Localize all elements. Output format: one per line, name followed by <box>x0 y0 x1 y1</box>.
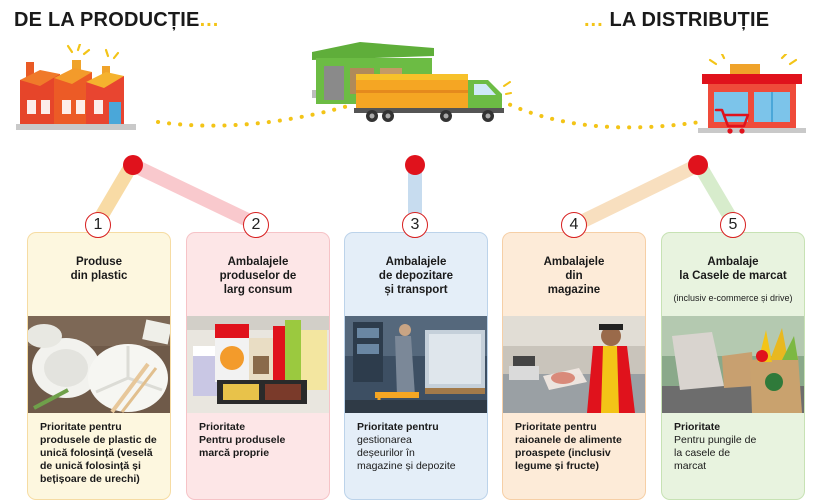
step-number-4: 4 <box>561 212 587 238</box>
heading-right-dots: ... <box>584 9 604 31</box>
step-number-5: 5 <box>720 212 746 238</box>
heading-left-dots: ... <box>199 9 220 31</box>
step-number-3: 3 <box>402 212 428 238</box>
card-description: Prioritate pentru gestionarea deșeurilor… <box>357 421 456 472</box>
card-title: Ambalajele din magazine <box>543 256 605 296</box>
factory-icon <box>16 44 136 130</box>
card-plastic-products: Produse din plastic Prioritate pentru pr… <box>27 232 171 500</box>
card-title: Produse din plastic <box>70 256 128 282</box>
card-description: Prioritate pentru raioanele de alimente … <box>515 421 622 472</box>
heading-from-production: DE LA PRODUCȚIE... <box>14 9 219 32</box>
card-note: (inclusiv e-commerce și drive) <box>673 293 793 303</box>
connector-2 <box>128 159 263 231</box>
red-dot-1 <box>123 155 143 175</box>
photo-fresh-food-counter <box>503 316 645 413</box>
step-number-2: 2 <box>243 212 269 238</box>
card-title: Ambalajele produselor de larg consum <box>219 256 297 296</box>
card-checkout-packaging: Ambalaje la Casele de marcat (inclusiv e… <box>661 232 805 500</box>
store-icon <box>698 54 806 134</box>
red-dot-2 <box>405 155 425 175</box>
heading-left-text: DE LA PRODUCȚIE <box>14 9 200 31</box>
photo-warehouse-pallets <box>345 316 487 413</box>
photo-plastic-plates <box>28 316 170 413</box>
warehouse-truck-icon <box>312 42 512 122</box>
photo-checkout-bag <box>662 316 804 413</box>
card-title: Ambalajele de depozitare și transport <box>378 256 454 296</box>
card-storage-transport: Ambalajele de depozitare și transport Pr… <box>344 232 488 500</box>
photo-private-label-products <box>187 316 329 413</box>
card-title: Ambalaje la Casele de marcat (inclusiv e… <box>662 255 804 305</box>
heading-to-distribution: ... LA DISTRIBUȚIE <box>584 9 769 32</box>
dotted-route-right <box>498 98 702 130</box>
connector-4 <box>570 159 703 231</box>
card-store-packaging: Ambalajele din magazine Prioritate pentr… <box>502 232 646 500</box>
card-description: Prioritate Pentru produsele marcă propri… <box>199 421 286 459</box>
heading-right-text: LA DISTRIBUȚIE <box>609 9 770 31</box>
card-description: Prioritate pentru produsele de plastic d… <box>40 421 157 485</box>
step-number-1: 1 <box>85 212 111 238</box>
card-consumer-packaging: Ambalajele produselor de larg consum Pri… <box>186 232 330 500</box>
card-description: Prioritate Pentru pungile de la casele d… <box>674 421 757 472</box>
dotted-route-left <box>156 102 357 128</box>
red-dot-3 <box>688 155 708 175</box>
